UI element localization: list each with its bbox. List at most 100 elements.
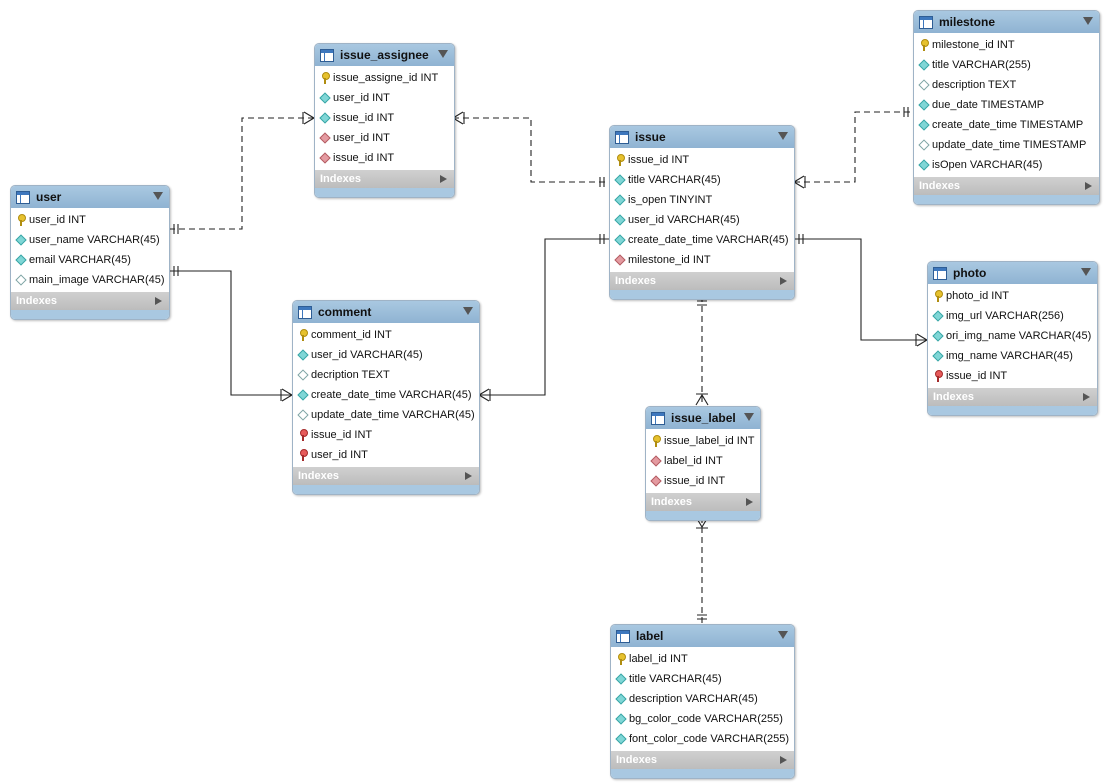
column-row[interactable]: description VARCHAR(45) [611, 689, 794, 709]
collapse-arrow-icon[interactable] [778, 631, 788, 639]
rel-issue-photo[interactable] [794, 234, 929, 347]
indexes-section[interactable]: Indexes [610, 272, 794, 290]
column-row[interactable]: user_id INT [315, 88, 454, 108]
column-row[interactable]: user_id VARCHAR(45) [610, 210, 794, 230]
column-label: user_id VARCHAR(45) [628, 214, 740, 226]
column-row[interactable]: description TEXT [914, 75, 1099, 95]
column-row[interactable]: user_id INT [293, 445, 479, 465]
column-row[interactable]: due_date TIMESTAMP [914, 95, 1099, 115]
expand-arrow-icon[interactable] [780, 756, 787, 764]
column-row[interactable]: create_date_time VARCHAR(45) [293, 385, 479, 405]
rel-issue-comment[interactable] [477, 234, 609, 402]
column-row[interactable]: issue_id INT [928, 366, 1097, 386]
collapse-arrow-icon[interactable] [153, 192, 163, 200]
column-row[interactable]: milestone_id INT [914, 35, 1099, 55]
column-row[interactable]: issue_id INT [315, 108, 454, 128]
column-row[interactable]: label_id INT [646, 451, 760, 471]
indexes-section[interactable]: Indexes [315, 170, 454, 188]
column-label: user_id INT [311, 449, 368, 461]
table-icon [615, 130, 629, 144]
rel-user-issue-assignee[interactable] [169, 111, 316, 234]
column-row[interactable]: img_name VARCHAR(45) [928, 346, 1097, 366]
column-row[interactable]: user_id INT [315, 128, 454, 148]
column-row[interactable]: create_date_time TIMESTAMP [914, 115, 1099, 135]
column-row[interactable]: font_color_code VARCHAR(255) [611, 729, 794, 749]
indexes-label: Indexes [615, 275, 656, 287]
column-row[interactable]: is_open TINYINT [610, 190, 794, 210]
column-label: font_color_code VARCHAR(255) [629, 733, 789, 745]
collapse-arrow-icon[interactable] [744, 413, 754, 421]
table-header[interactable]: issue_assignee [315, 44, 454, 66]
rel-issue-issue-label[interactable] [695, 296, 709, 406]
column-row[interactable]: milestone_id INT [610, 250, 794, 270]
table-icon [298, 305, 312, 319]
column-row[interactable]: img_url VARCHAR(256) [928, 306, 1097, 326]
column-row[interactable]: issue_id INT [646, 471, 760, 491]
column-row[interactable]: main_image VARCHAR(45) [11, 270, 169, 290]
collapse-arrow-icon[interactable] [1081, 268, 1091, 276]
collapse-arrow-icon[interactable] [438, 50, 448, 58]
table-header[interactable]: photo [928, 262, 1097, 284]
column-row[interactable]: photo_id INT [928, 286, 1097, 306]
column-row[interactable]: label_id INT [611, 649, 794, 669]
column-row[interactable]: title VARCHAR(45) [610, 170, 794, 190]
column-row[interactable]: ori_img_name VARCHAR(45) [928, 326, 1097, 346]
column-row[interactable]: user_id INT [11, 210, 169, 230]
table-header[interactable]: milestone [914, 11, 1099, 33]
table-header[interactable]: comment [293, 301, 479, 323]
expand-arrow-icon[interactable] [1085, 182, 1092, 190]
column-row[interactable]: title VARCHAR(255) [914, 55, 1099, 75]
indexes-section[interactable]: Indexes [914, 177, 1099, 195]
collapse-arrow-icon[interactable] [778, 132, 788, 140]
column-row[interactable]: issue_assigne_id INT [315, 68, 454, 88]
rel-milestone-issue[interactable] [792, 107, 913, 189]
table-header[interactable]: label [611, 625, 794, 647]
column-row[interactable]: email VARCHAR(45) [11, 250, 169, 270]
table-header[interactable]: issue [610, 126, 794, 148]
expand-arrow-icon[interactable] [780, 277, 787, 285]
indexes-section[interactable]: Indexes [11, 292, 169, 310]
column-row[interactable]: update_date_time TIMESTAMP [914, 135, 1099, 155]
table-icon [320, 48, 334, 62]
rel-issue-issue-assignee[interactable] [451, 111, 609, 187]
column-row[interactable]: create_date_time VARCHAR(45) [610, 230, 794, 250]
indexes-section[interactable]: Indexes [611, 751, 794, 769]
indexes-label: Indexes [651, 496, 692, 508]
column-row[interactable]: issue_id INT [293, 425, 479, 445]
column-row[interactable]: issue_id INT [610, 150, 794, 170]
column-row[interactable]: bg_color_code VARCHAR(255) [611, 709, 794, 729]
indexes-section[interactable]: Indexes [293, 467, 479, 485]
column-row[interactable]: issue_label_id INT [646, 431, 760, 451]
indexes-section[interactable]: Indexes [646, 493, 760, 511]
collapse-arrow-icon[interactable] [1083, 17, 1093, 25]
table-name: milestone [939, 15, 996, 29]
table-header[interactable]: issue_label [646, 407, 760, 429]
column-row[interactable]: decription TEXT [293, 365, 479, 385]
column-row[interactable]: user_id VARCHAR(45) [293, 345, 479, 365]
expand-arrow-icon[interactable] [1083, 393, 1090, 401]
expand-arrow-icon[interactable] [155, 297, 162, 305]
column-row[interactable]: user_name VARCHAR(45) [11, 230, 169, 250]
column-label: description VARCHAR(45) [629, 693, 758, 705]
indexes-section[interactable]: Indexes [928, 388, 1097, 406]
column-row[interactable]: title VARCHAR(45) [611, 669, 794, 689]
expand-arrow-icon[interactable] [746, 498, 753, 506]
column-row[interactable]: comment_id INT [293, 325, 479, 345]
column-row[interactable]: issue_id INT [315, 148, 454, 168]
rel-user-comment[interactable] [169, 266, 294, 402]
collapse-arrow-icon[interactable] [463, 307, 473, 315]
column-row[interactable]: isOpen VARCHAR(45) [914, 155, 1099, 175]
expand-arrow-icon[interactable] [440, 175, 447, 183]
rel-label-issue-label[interactable] [695, 516, 709, 624]
table-header[interactable]: user [11, 186, 169, 208]
expand-arrow-icon[interactable] [465, 472, 472, 480]
column-row[interactable]: update_date_time VARCHAR(45) [293, 405, 479, 425]
